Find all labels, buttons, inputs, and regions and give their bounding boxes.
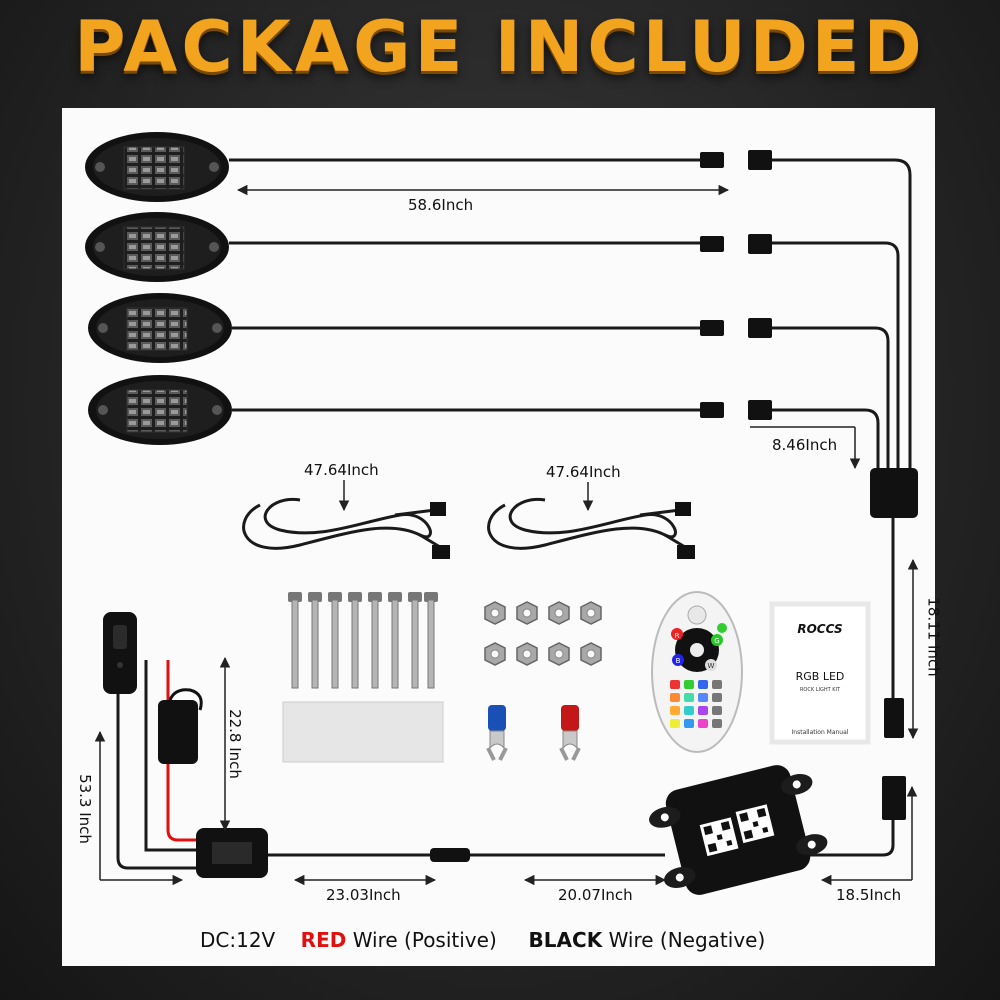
dim-splitter-main: 18.11 Inch (924, 597, 943, 677)
inline-connector (430, 848, 470, 862)
remote-btn-g: G (714, 637, 719, 645)
remote-btn-r: R (675, 632, 680, 640)
remote-btn-w: W (708, 662, 715, 670)
power-switch (103, 612, 137, 694)
remote-control (651, 591, 743, 753)
dim-splitter-branch: 8.46Inch (772, 436, 838, 454)
dim-extension-2: 47.64Inch (546, 463, 621, 481)
dim-fuse-lead: 22.8 Inch (225, 709, 244, 779)
rock-light-pod (88, 375, 232, 445)
controller-box (649, 765, 828, 895)
page-title: PACKAGE INCLUDED (74, 6, 926, 88)
fuse-holder (158, 700, 198, 764)
dim-box-input: 20.07Inch (558, 886, 633, 904)
extension-plug (430, 502, 446, 516)
red-wire-word: RED (300, 928, 347, 952)
extension-cable (487, 497, 691, 552)
dim-switch-lead: 53.3 Inch (75, 774, 94, 844)
pod-cables (229, 158, 700, 412)
red-terminal (559, 705, 581, 761)
mounting-bolts (288, 592, 438, 689)
wire-legend: DC:12V RED Wire (Positive) BLACK Wire (N… (200, 928, 765, 952)
installation-manual (769, 601, 871, 745)
manual-brand: ROCCS (797, 622, 842, 636)
manual-product: RGB LED (796, 670, 845, 683)
rock-light-pod (85, 212, 229, 282)
rock-light-pod (88, 293, 232, 363)
dim-pod-cable: 58.6Inch (408, 196, 474, 214)
dim-power-to-box: 23.03Inch (326, 886, 401, 904)
extension-plug (432, 545, 450, 559)
splitter-plug (884, 698, 904, 738)
manual-footer: Installation Manual (792, 729, 849, 736)
pod-connectors (700, 150, 772, 420)
splitter-hub (870, 468, 918, 518)
black-wire-word: BLACK (528, 928, 603, 952)
power-harness (116, 660, 665, 870)
red-wire-desc: Wire (Positive) (352, 928, 497, 952)
dim-extension-1: 47.64Inch (304, 461, 379, 479)
rock-light-pod (85, 132, 229, 202)
manual-subtitle: ROCK LIGHT KIT (800, 687, 841, 693)
splitter-cable (772, 158, 912, 857)
power-switch-rocker (113, 625, 127, 649)
extension-plug (677, 545, 695, 559)
dimension-arrows (94, 184, 919, 886)
switch-led (117, 662, 123, 668)
hex-nuts (484, 601, 602, 666)
extension-plug (675, 502, 691, 516)
black-wire-desc: Wire (Negative) (608, 928, 766, 952)
voltage-label: DC:12V (200, 928, 276, 952)
remote-btn-b: B (676, 657, 681, 665)
controller-socket (882, 776, 906, 820)
dim-box-output: 18.5Inch (836, 886, 902, 904)
qr-code (699, 804, 775, 857)
adhesive-pad (282, 701, 444, 763)
blue-terminal (486, 705, 508, 761)
